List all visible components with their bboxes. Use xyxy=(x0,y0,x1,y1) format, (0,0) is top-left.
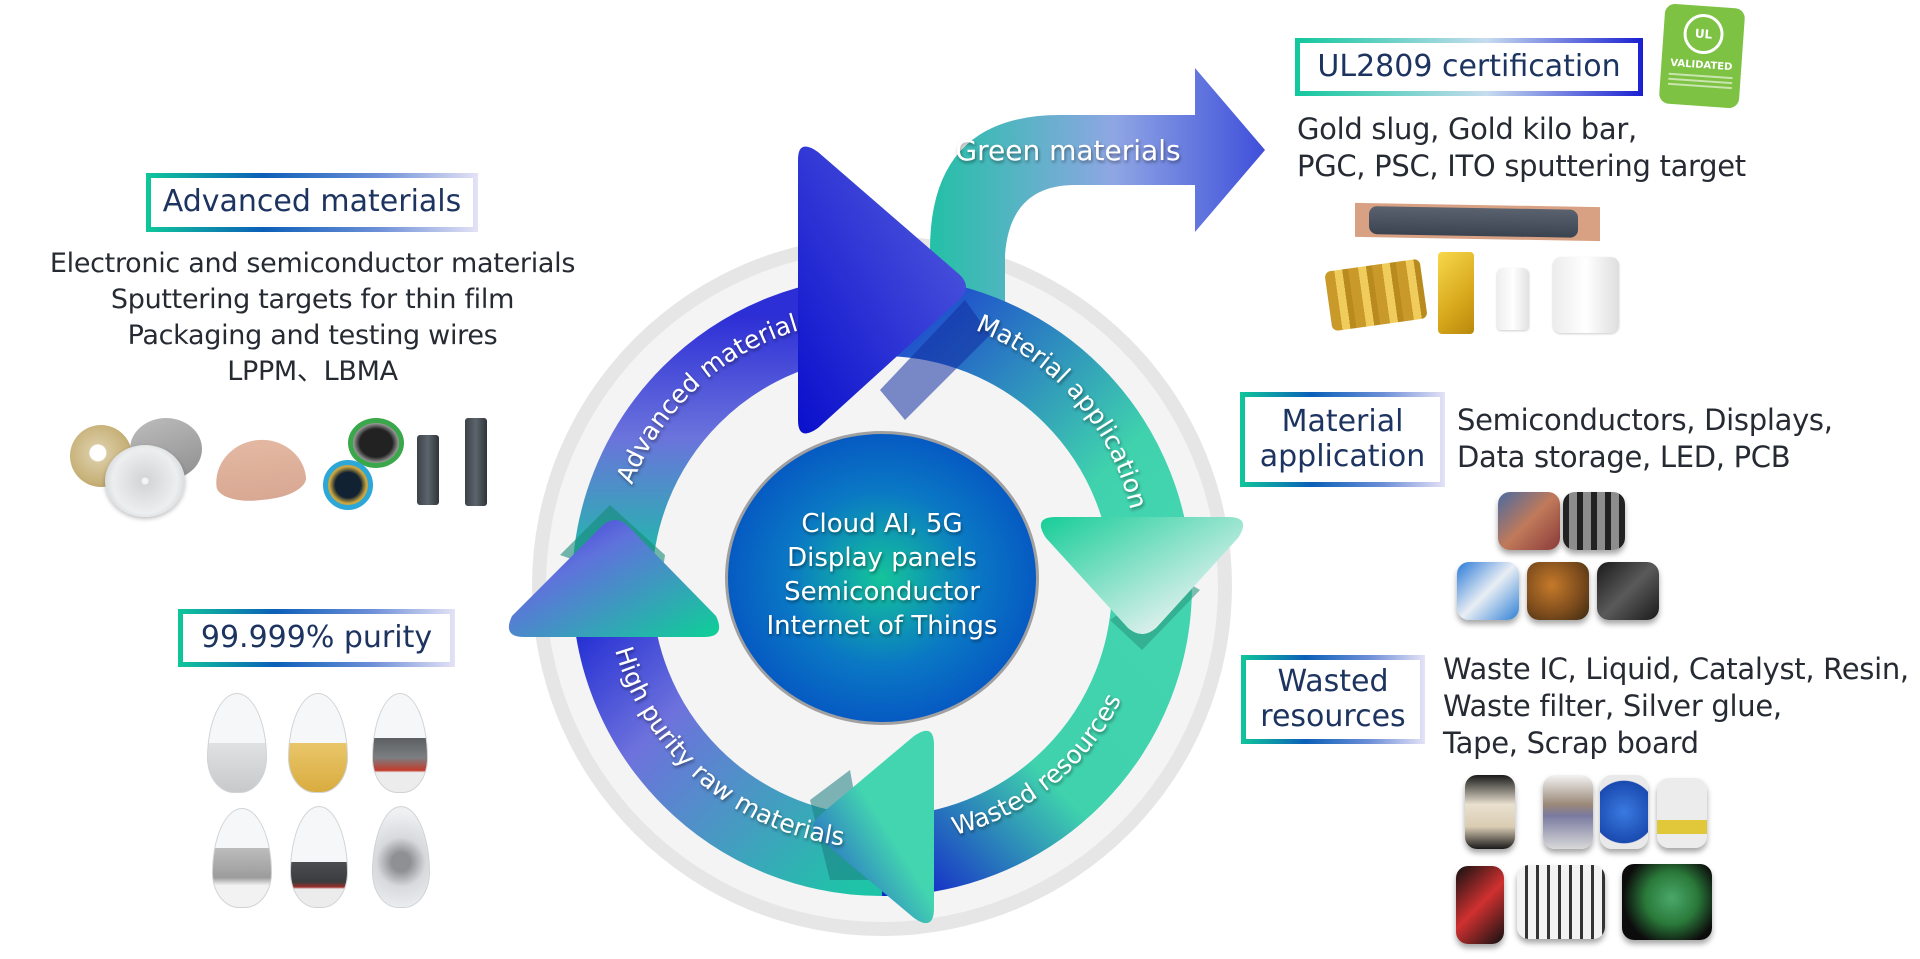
wire-spool-blue-image xyxy=(323,460,373,510)
advanced-materials-title: Advanced materials xyxy=(162,184,462,220)
advanced-materials-label: Advanced materials xyxy=(146,173,478,232)
catalyst-image xyxy=(1543,775,1593,849)
description-line: Gold slug, Gold kilo bar, xyxy=(1297,112,1637,146)
arrowhead-bottom xyxy=(813,730,934,924)
smartphone-image xyxy=(1597,562,1659,620)
cylinder-target-tall-image xyxy=(465,418,487,506)
description-line: PGC, PSC, ITO sputtering target xyxy=(1297,149,1746,183)
sample-bottle-image xyxy=(288,693,348,793)
wasted-resources-label: Wasted resources xyxy=(1241,655,1425,744)
arrowhead-right xyxy=(1040,517,1244,634)
psc-jar-image xyxy=(1553,257,1619,333)
scrap-phones-image xyxy=(1456,866,1504,944)
silver-target-image xyxy=(105,445,185,517)
center-line: Internet of Things xyxy=(767,611,998,641)
wasted-resources-title: resources xyxy=(1260,698,1406,734)
sample-bottle-image xyxy=(372,693,428,793)
description-line: LPPM、LBMA xyxy=(227,356,398,387)
waste-filter-image xyxy=(1465,775,1515,849)
center-line: Cloud AI, 5G xyxy=(801,509,962,539)
sample-bottle-image xyxy=(372,806,430,908)
purity-label: 99.999% purity xyxy=(178,609,455,667)
arrowhead-left xyxy=(508,520,720,637)
scrap-pcb-image xyxy=(1622,864,1712,940)
waste-ic-board-image xyxy=(1517,865,1605,939)
description-line: Tape, Scrap board xyxy=(1443,726,1699,760)
ul-validated-badge: UL VALIDATED xyxy=(1658,3,1746,109)
ul-logo-icon: UL xyxy=(1682,12,1725,56)
ul2809-title: UL2809 certification xyxy=(1317,48,1621,84)
description-line: Semiconductors, Displays, xyxy=(1457,403,1833,437)
green-materials-label: Green materials xyxy=(955,134,1180,167)
memory-structure-image xyxy=(1563,492,1625,550)
description-line: Packaging and testing wires xyxy=(127,320,498,351)
wasted-resources-title: Wasted xyxy=(1277,664,1389,699)
ul2809-label: UL2809 certification xyxy=(1295,38,1643,96)
advanced-materials-description: Electronic and semiconductor materials S… xyxy=(20,246,605,390)
chip-circuit-image xyxy=(1498,492,1560,550)
wire-spool-green-image xyxy=(348,418,404,468)
description-line: Waste filter, Silver glue, xyxy=(1443,689,1782,723)
arc-high-purity xyxy=(572,585,883,896)
center-line: Display panels xyxy=(787,543,977,573)
material-application-description: Semiconductors, Displays, Data storage, … xyxy=(1457,402,1833,476)
description-line: Waste IC, Liquid, Catalyst, Resin, xyxy=(1443,652,1909,686)
description-line: Data storage, LED, PCB xyxy=(1457,440,1791,474)
material-application-label: Material application xyxy=(1240,392,1445,487)
liquid-flasks-image xyxy=(1657,778,1707,848)
gold-kilo-bar-image xyxy=(1438,252,1474,334)
ito-target-image xyxy=(1355,202,1600,242)
arc-wasted-resources xyxy=(881,585,1192,896)
material-application-title: application xyxy=(1259,438,1426,474)
green-materials-arrow xyxy=(930,68,1265,320)
material-application-title: Material xyxy=(1281,404,1404,439)
module-image xyxy=(1457,562,1519,620)
resin-image xyxy=(1600,775,1648,849)
center-line: Semiconductor xyxy=(784,577,980,607)
sample-bottle-image xyxy=(290,806,348,908)
wasted-resources-description: Waste IC, Liquid, Catalyst, Resin, Waste… xyxy=(1443,651,1909,762)
description-line: Sputtering targets for thin film xyxy=(110,284,515,315)
purity-title: 99.999% purity xyxy=(200,619,433,655)
description-line: Electronic and semiconductor materials xyxy=(49,248,576,279)
pcb-traces-image xyxy=(1527,562,1589,620)
ul2809-description: Gold slug, Gold kilo bar, PGC, PSC, ITO … xyxy=(1297,111,1746,185)
cylinder-target-short-image xyxy=(417,435,439,505)
badge-text: VALIDATED xyxy=(1669,57,1733,74)
arrowhead-top xyxy=(798,146,966,434)
pgc-bottle-image xyxy=(1497,268,1529,330)
